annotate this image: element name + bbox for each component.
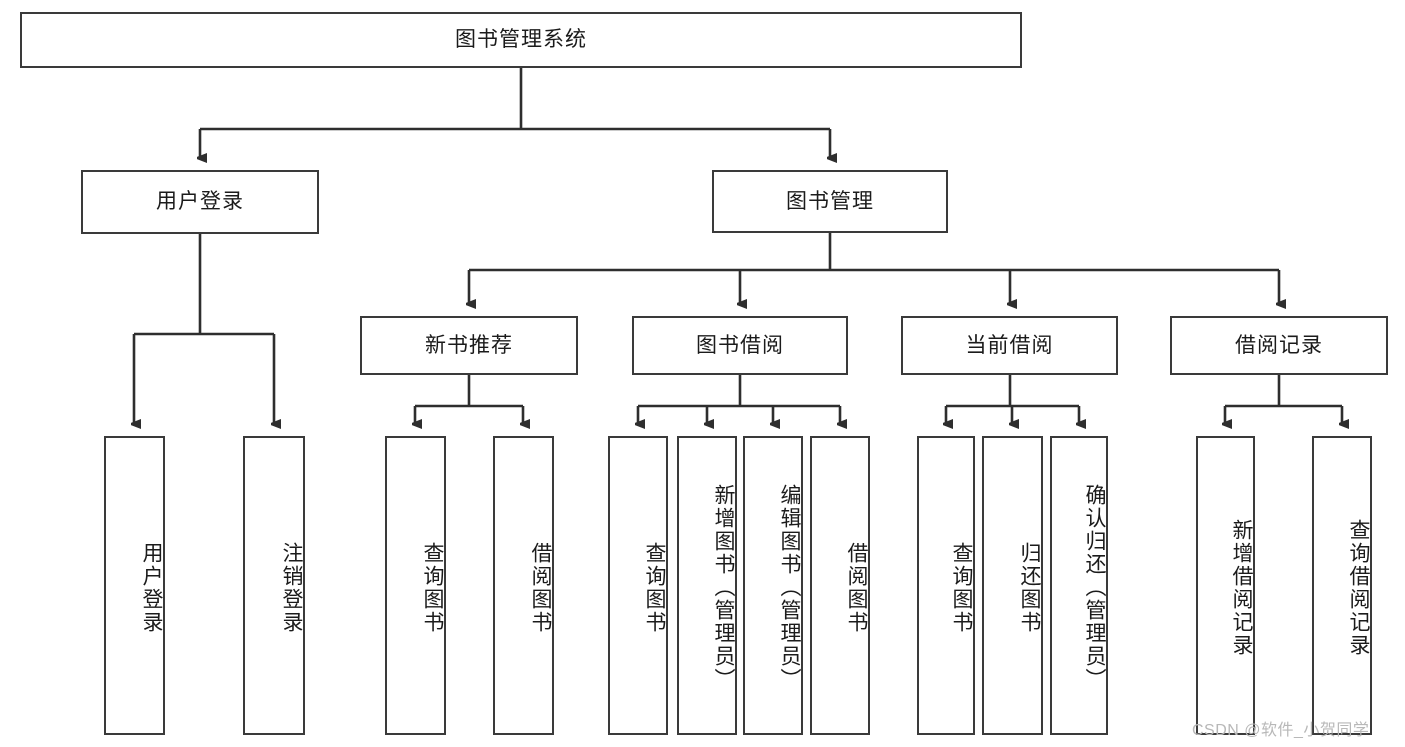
node-book-borrow[interactable]: 图书借阅	[632, 316, 848, 375]
leaf-current-borrow-confirm-return-admin[interactable]: 确认归还（管理员）	[1050, 436, 1108, 735]
node-label: 图书借阅	[696, 333, 784, 357]
node-label: 借阅图书	[529, 541, 552, 634]
node-label: 查询图书	[950, 541, 973, 634]
node-current-borrow[interactable]: 当前借阅	[901, 316, 1118, 375]
leaf-new-book-query-book[interactable]: 查询图书	[385, 436, 446, 735]
node-label: 新增图书（管理员）	[712, 484, 735, 691]
node-label: 归还图书	[1018, 541, 1041, 634]
node-label: 用户登录	[140, 541, 163, 634]
node-label: 用户登录	[156, 190, 244, 214]
node-label: 注销登录	[280, 541, 303, 634]
leaf-book-borrow-edit-book-admin[interactable]: 编辑图书（管理员）	[743, 436, 803, 735]
node-label: 查询借阅记录	[1347, 518, 1370, 657]
leaf-user-login-login[interactable]: 用户登录	[104, 436, 165, 735]
leaf-user-login-logout[interactable]: 注销登录	[243, 436, 305, 735]
node-label: 新书推荐	[425, 333, 513, 357]
node-label: 编辑图书（管理员）	[778, 484, 801, 691]
node-label: 查询图书	[643, 541, 666, 634]
node-label: 图书管理	[786, 189, 874, 213]
node-user-login[interactable]: 用户登录	[81, 170, 319, 234]
node-label: 确认归还（管理员）	[1083, 484, 1106, 691]
leaf-book-borrow-query-book[interactable]: 查询图书	[608, 436, 668, 735]
node-label: 查询图书	[421, 541, 444, 634]
leaf-current-borrow-return-book[interactable]: 归还图书	[982, 436, 1043, 735]
node-label: 借阅图书	[845, 541, 868, 634]
leaf-new-book-borrow-book[interactable]: 借阅图书	[493, 436, 554, 735]
node-label: 借阅记录	[1235, 333, 1323, 357]
node-label: 图书管理系统	[455, 28, 587, 52]
node-borrow-record[interactable]: 借阅记录	[1170, 316, 1388, 375]
node-root-book-management-system[interactable]: 图书管理系统	[20, 12, 1022, 68]
node-new-book-recommend[interactable]: 新书推荐	[360, 316, 578, 375]
node-book-management[interactable]: 图书管理	[712, 170, 948, 233]
csdn-watermark: CSDN @软件_小贺同学	[1192, 722, 1370, 739]
leaf-book-borrow-add-book-admin[interactable]: 新增图书（管理员）	[677, 436, 737, 735]
node-label: 新增借阅记录	[1230, 518, 1253, 657]
leaf-book-borrow-borrow-book[interactable]: 借阅图书	[810, 436, 870, 735]
leaf-borrow-record-add-record[interactable]: 新增借阅记录	[1196, 436, 1255, 735]
leaf-borrow-record-query-record[interactable]: 查询借阅记录	[1312, 436, 1372, 735]
node-label: 当前借阅	[965, 333, 1054, 357]
leaf-current-borrow-query-book[interactable]: 查询图书	[917, 436, 975, 735]
